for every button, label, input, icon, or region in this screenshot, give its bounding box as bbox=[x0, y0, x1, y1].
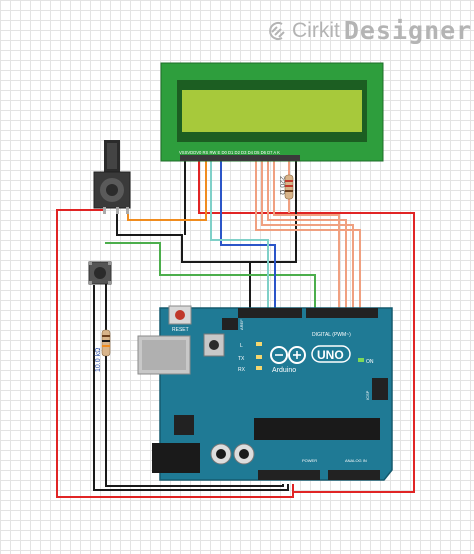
potentiometer[interactable] bbox=[93, 140, 131, 214]
dc-power-jack bbox=[152, 443, 200, 473]
l-led-label: L bbox=[240, 343, 243, 349]
resistor-220-label: 220 Ω bbox=[278, 176, 285, 195]
resistor-220-ohm[interactable]: 220 Ω bbox=[278, 174, 294, 200]
digital-label: DIGITAL (PWM~) bbox=[312, 332, 351, 338]
aref-label: AREF bbox=[239, 319, 244, 330]
resistor-10k-label: 10.0 kΩ bbox=[95, 348, 102, 372]
power-header bbox=[258, 470, 320, 480]
uno-label: UNO bbox=[317, 348, 344, 362]
wire-black-ground-main[interactable] bbox=[116, 212, 251, 310]
resistor-10k-ohm[interactable]: 10.0 kΩ bbox=[95, 284, 111, 400]
lcd-screen bbox=[182, 90, 362, 132]
cirkit-designer-logo: Cirkit Designer bbox=[266, 16, 472, 45]
analog-header bbox=[328, 470, 380, 480]
icsp-header-left bbox=[222, 318, 238, 330]
wire-black-button-res[interactable] bbox=[105, 400, 284, 487]
uno-badge bbox=[311, 345, 351, 363]
tx-label: TX bbox=[238, 356, 245, 362]
power-label: POWER bbox=[302, 458, 317, 463]
wire-salmon-d5[interactable] bbox=[261, 160, 354, 310]
rx-label: RX bbox=[238, 367, 246, 373]
capacitors bbox=[210, 443, 255, 465]
wires bbox=[56, 160, 415, 498]
wire-orange-v0[interactable] bbox=[127, 160, 207, 221]
icsp-header-right bbox=[372, 378, 388, 400]
arduino-brand-label: Arduino bbox=[272, 367, 296, 374]
push-button[interactable] bbox=[88, 261, 112, 285]
wire-salmon-d6[interactable] bbox=[267, 160, 347, 310]
analog-label: ANALOG IN bbox=[345, 458, 367, 463]
small-chip bbox=[174, 415, 194, 435]
icsp-label: ICSP bbox=[365, 390, 370, 400]
lcd-display[interactable]: VSSVDDV0 RS RW E D0 D1 D2 D3 D4 D5 D6 D7… bbox=[160, 62, 384, 162]
atmega-chip bbox=[254, 418, 380, 440]
wire-green-button-pin[interactable] bbox=[105, 242, 316, 310]
wire-salmon-d7[interactable] bbox=[273, 160, 340, 310]
brand-name-part1: Cirkit bbox=[292, 18, 340, 42]
arduino-logo-icon bbox=[270, 346, 306, 364]
brand-name-part2: Designer bbox=[343, 16, 473, 45]
reset-label: RESET bbox=[172, 327, 189, 333]
wire-black-lcd-k[interactable] bbox=[250, 160, 297, 263]
wire-black-button-gnd[interactable] bbox=[93, 285, 289, 491]
lcd-pin-labels: VSSVDDV0 RS RW E D0 D1 D2 D3 D4 D5 D6 D7… bbox=[179, 150, 280, 155]
digital-header bbox=[238, 308, 378, 318]
wire-blue-e[interactable] bbox=[220, 160, 276, 310]
arduino-uno-board[interactable]: RESET AREF DIGITAL (PWM~) L TX RX bbox=[137, 305, 393, 481]
wire-teal-rs[interactable] bbox=[210, 160, 269, 310]
wire-salmon-d4[interactable] bbox=[255, 160, 361, 310]
wire-red-lcd-vdd[interactable] bbox=[198, 160, 415, 493]
on-led-label: ON bbox=[366, 359, 374, 365]
lcd-pin-headers bbox=[180, 155, 300, 161]
cirkit-logo-icon bbox=[269, 21, 285, 40]
